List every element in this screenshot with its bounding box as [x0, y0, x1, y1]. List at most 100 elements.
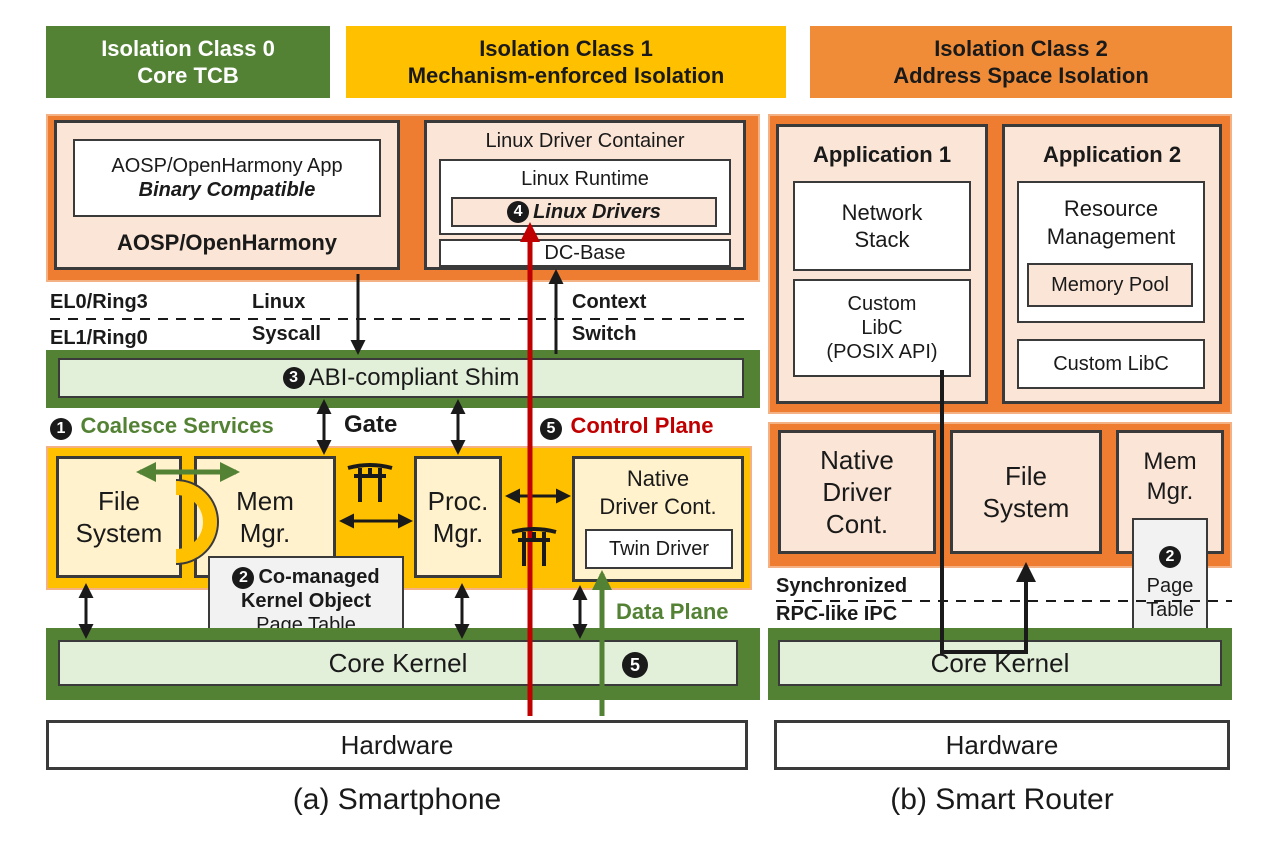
caption-b: (b) Smart Router [890, 783, 1114, 816]
file-system-box: File System [56, 456, 182, 578]
linux-runtime-box: Linux Runtime 4 Linux Drivers [439, 159, 731, 235]
sync-ipc-line1: Synchronized [776, 575, 908, 597]
caption-a: (a) Smartphone [292, 783, 502, 816]
linux-runtime-label: Linux Runtime [521, 168, 649, 190]
marker-2-router: 2 [1159, 546, 1181, 568]
aosp-container: AOSP/OpenHarmony App Binary Compatible A… [54, 120, 400, 270]
native-line2: Driver Cont. [599, 494, 717, 519]
native-line1: Native [626, 466, 690, 491]
binary-compatible-label: Binary Compatible [138, 179, 316, 201]
application-1-box: Application 1 Network Stack Custom LibC … [776, 124, 988, 404]
r-native-line2: Driver [822, 477, 892, 507]
isolation-class-2-header: Isolation Class 2 Address Space Isolatio… [810, 26, 1232, 98]
marker-5-control: 5 [540, 417, 562, 440]
isolation-class-1-header: Isolation Class 1 Mechanism-enforced Iso… [346, 26, 786, 98]
memory-pool-label: Memory Pool [1051, 274, 1169, 296]
proc-mgr-box: Proc. Mgr. [414, 456, 502, 578]
memory-pool-box: Memory Pool [1027, 263, 1193, 307]
header-2-line1: Isolation Class 2 [934, 36, 1108, 61]
r-native-line1: Native [820, 445, 894, 475]
resource-line1: Resource [1063, 196, 1159, 221]
proc-line2: Mgr. [432, 518, 484, 548]
libc-line1: Custom [847, 293, 917, 315]
router-ipc-path [940, 370, 1036, 654]
marker-5-data: 5 [622, 652, 652, 678]
header-2-line2: Address Space Isolation [893, 63, 1149, 88]
dc-base-box: DC-Base [439, 239, 731, 267]
linux-drivers-box: 4 Linux Drivers [451, 197, 717, 227]
shim-label: ABI-compliant Shim [308, 364, 520, 391]
el0-label: EL0/Ring3 [50, 291, 148, 313]
r-page-line1: Page [1146, 575, 1194, 597]
marker-5-data-num: 5 [622, 652, 648, 678]
hardware-box-b: Hardware [774, 720, 1230, 770]
linux-syscall-line1: Linux [252, 291, 306, 313]
network-line1: Network [841, 200, 923, 225]
marker-3: 3 [282, 367, 305, 389]
gate-label: Gate [344, 411, 398, 438]
header-0-line2: Core TCB [137, 63, 239, 88]
linux-drivers-label: Linux Drivers [533, 201, 661, 223]
router-native-box: Native Driver Cont. [778, 430, 936, 554]
context-switch-line2: Switch [572, 323, 637, 345]
mem-line1: Mem [236, 486, 294, 516]
twin-driver-label: Twin Driver [608, 538, 709, 560]
hardware-label-b: Hardware [945, 730, 1059, 760]
ldc-title: Linux Driver Container [485, 130, 685, 152]
twin-driver-box: Twin Driver [585, 529, 733, 569]
network-stack-box: Network Stack [793, 181, 971, 271]
native-driver-box: Native Driver Cont. Twin Driver [572, 456, 744, 582]
marker-2: 2 [232, 567, 255, 590]
hardware-label-a: Hardware [340, 730, 454, 760]
custom-libc-b-box: Custom LibC [1017, 339, 1205, 389]
hardware-box-a: Hardware [46, 720, 748, 770]
r-fs-line2: System [982, 493, 1070, 523]
fs-line1: File [98, 486, 140, 516]
app1-label: Application 1 [812, 142, 952, 167]
co-managed-line1: Co-managed [258, 565, 380, 588]
mem-line2: Mgr. [239, 518, 291, 548]
shim-box: 3 ABI-compliant Shim [58, 358, 744, 398]
marker-4: 4 [507, 201, 530, 223]
r-mem-line1: Mem [1143, 448, 1197, 475]
coalesce-services-label: 1 Coalesce Services [50, 412, 274, 440]
custom-libc-b-label: Custom LibC [1053, 353, 1169, 375]
co-managed-line2: Kernel Object [240, 590, 372, 613]
shared-object-bracket [175, 481, 217, 563]
fs-line2: System [75, 518, 163, 548]
el1-label: EL1/Ring0 [50, 327, 148, 349]
router-core-kernel-box: Core Kernel [778, 640, 1222, 686]
aosp-app-box: AOSP/OpenHarmony App Binary Compatible [73, 139, 381, 217]
libc-line3: (POSIX API) [826, 341, 938, 363]
application-2-box: Application 2 Resource Management Memory… [1002, 124, 1222, 404]
isolation-class-0-header: Isolation Class 0 Core TCB [46, 26, 330, 98]
linux-driver-container: Linux Driver Container Linux Runtime 4 L… [424, 120, 746, 270]
aosp-app-label: AOSP/OpenHarmony App [111, 155, 343, 177]
resource-mgmt-box: Resource Management Memory Pool [1017, 181, 1205, 323]
control-plane-text: Control Plane [570, 413, 714, 438]
dc-base-label: DC-Base [544, 242, 626, 264]
proc-line1: Proc. [427, 486, 489, 516]
router-file-system-box: File System [950, 430, 1102, 554]
data-plane-label: Data Plane [616, 599, 729, 624]
control-plane-label: 5 Control Plane [540, 412, 713, 440]
libc-line2: LibC [861, 317, 903, 339]
r-mem-line2: Mgr. [1146, 478, 1194, 505]
custom-libc-box: Custom LibC (POSIX API) [793, 279, 971, 377]
coalesce-text: Coalesce Services [80, 413, 274, 438]
shared-object-bracket-outline [175, 479, 219, 565]
r-fs-line1: File [1005, 461, 1047, 491]
core-kernel-label: Core Kernel [328, 648, 468, 678]
resource-line2: Management [1046, 224, 1176, 249]
header-1-line2: Mechanism-enforced Isolation [407, 63, 725, 88]
r-native-line3: Cont. [825, 509, 889, 539]
gate-icon-2 [511, 527, 557, 566]
core-kernel-box: Core Kernel [58, 640, 738, 686]
header-0-line1: Isolation Class 0 [101, 36, 275, 61]
r-page-line2: Table [1146, 599, 1194, 621]
linux-syscall-line2: Syscall [252, 323, 321, 345]
marker-1: 1 [50, 417, 72, 440]
gate-icon-1 [347, 463, 393, 502]
app2-label: Application 2 [1042, 142, 1182, 167]
